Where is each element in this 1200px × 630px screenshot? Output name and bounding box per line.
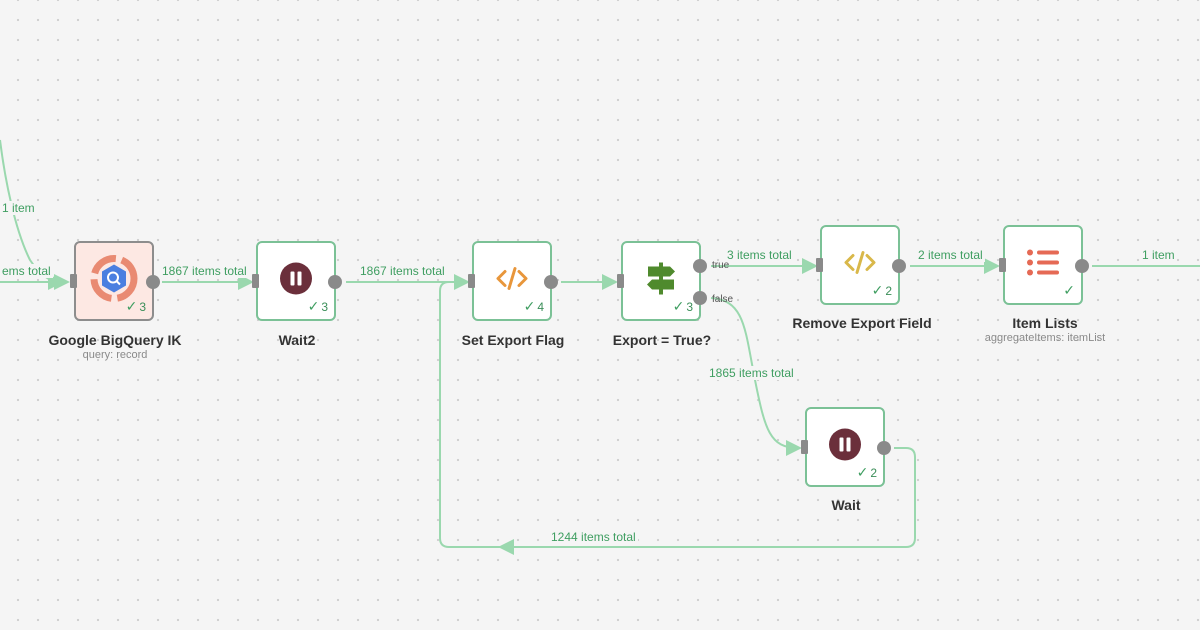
node-title-wait: Wait bbox=[831, 497, 861, 513]
input-handle[interactable] bbox=[70, 274, 77, 288]
list-icon bbox=[1026, 249, 1060, 282]
output-handle[interactable] bbox=[877, 441, 891, 455]
input-handle[interactable] bbox=[816, 258, 823, 272]
output-handle-false[interactable] bbox=[693, 291, 707, 305]
node-title-wait2: Wait2 bbox=[278, 332, 316, 348]
connection-wait-loop[interactable] bbox=[439, 281, 916, 548]
connection-incoming-curve[interactable] bbox=[0, 139, 64, 290]
execution-count-badge: ✓ 3 bbox=[672, 298, 693, 314]
edge-label-if-false: 1865 items total bbox=[707, 366, 796, 380]
execution-count-badge: ✓ 2 bbox=[856, 464, 877, 480]
node-subtitle-google-bigquery: query: record bbox=[82, 349, 148, 361]
signpost-icon bbox=[644, 261, 678, 302]
check-icon: ✓ bbox=[125, 298, 138, 314]
input-handle[interactable] bbox=[252, 274, 259, 288]
input-handle[interactable] bbox=[468, 274, 475, 288]
node-item-lists[interactable]: ✓ bbox=[999, 225, 1089, 305]
execution-count-badge: ✓ 3 bbox=[307, 298, 328, 314]
node-title-export-if: Export = True? bbox=[612, 332, 712, 348]
edge-label-items-out: 1 item bbox=[1140, 248, 1177, 262]
pause-icon bbox=[828, 428, 862, 467]
check-icon: ✓ bbox=[523, 298, 536, 314]
output-handle[interactable] bbox=[892, 259, 906, 273]
output-handle[interactable] bbox=[544, 275, 558, 289]
node-title-remove-export-field: Remove Export Field bbox=[792, 315, 932, 331]
output-handle-true[interactable] bbox=[693, 259, 707, 273]
node-subtitle-item-lists: aggregateItems: itemList bbox=[984, 332, 1106, 344]
output-handle[interactable] bbox=[1075, 259, 1089, 273]
node-title-item-lists: Item Lists bbox=[1012, 315, 1078, 331]
node-set-export-flag[interactable]: ✓ 4 bbox=[468, 241, 558, 321]
pause-icon bbox=[279, 262, 313, 301]
code-icon bbox=[843, 250, 877, 281]
edge-label-incoming-total: ems total bbox=[0, 264, 53, 278]
edge-label-bigquery-wait2: 1867 items total bbox=[160, 264, 249, 278]
execution-count-badge: ✓ 4 bbox=[523, 298, 544, 314]
port-label-false: false bbox=[712, 294, 734, 305]
node-wait[interactable]: ✓ 2 bbox=[801, 407, 891, 487]
port-label-true: true bbox=[712, 260, 730, 271]
node-google-bigquery[interactable]: ✓ 3 bbox=[70, 241, 160, 321]
node-export-if[interactable]: ✓ 3 true false bbox=[617, 241, 733, 321]
edge-label-wait-loop: 1244 items total bbox=[549, 530, 638, 544]
execution-success-badge: ✓ bbox=[1063, 282, 1075, 299]
check-icon: ✓ bbox=[871, 282, 884, 298]
node-title-set-export-flag: Set Export Flag bbox=[461, 332, 565, 348]
check-icon: ✓ bbox=[307, 298, 320, 314]
edge-label-if-true: 3 items total bbox=[725, 248, 794, 262]
input-handle[interactable] bbox=[999, 258, 1006, 272]
node-remove-export-field[interactable]: ✓ 2 bbox=[816, 225, 906, 305]
edge-label-wait2-set-export: 1867 items total bbox=[358, 264, 447, 278]
check-icon: ✓ bbox=[672, 298, 685, 314]
output-handle[interactable] bbox=[328, 275, 342, 289]
node-title-google-bigquery: Google BigQuery IK bbox=[48, 332, 182, 348]
code-icon bbox=[495, 266, 529, 297]
input-handle[interactable] bbox=[801, 440, 808, 454]
bigquery-icon bbox=[88, 253, 140, 310]
node-wait2[interactable]: ✓ 3 bbox=[252, 241, 342, 321]
output-handle[interactable] bbox=[146, 275, 160, 289]
check-icon: ✓ bbox=[1063, 282, 1075, 298]
edge-label-remove-items: 2 items total bbox=[916, 248, 985, 262]
check-icon: ✓ bbox=[856, 464, 869, 480]
edge-label-incoming-item: 1 item bbox=[0, 201, 37, 215]
execution-count-badge: ✓ 2 bbox=[871, 282, 892, 298]
input-handle[interactable] bbox=[617, 274, 624, 288]
execution-count-badge: ✓ 3 bbox=[125, 298, 146, 314]
